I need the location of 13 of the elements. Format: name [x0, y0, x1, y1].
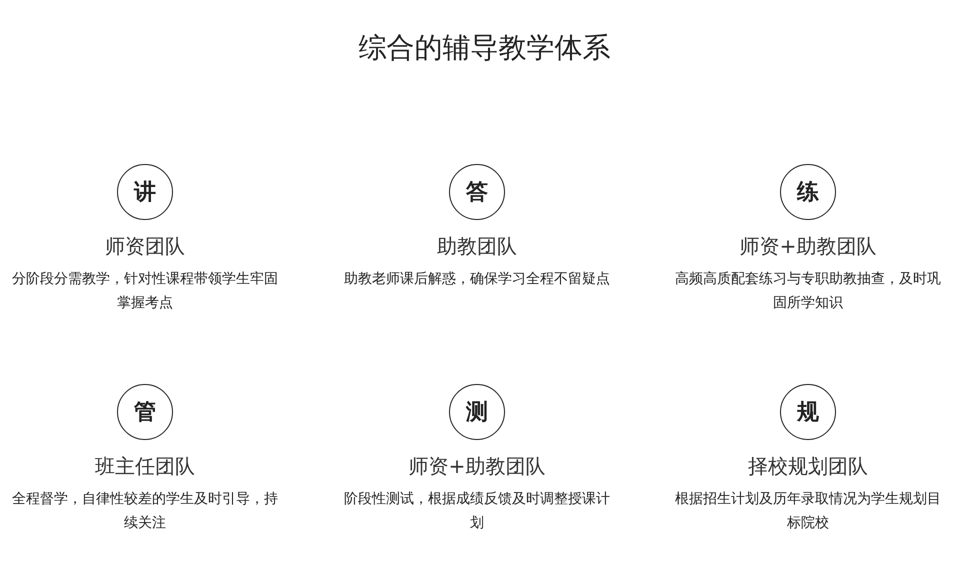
- description-text: 高频高质配套练习与专职助教抽查，及时巩固所学知识: [674, 269, 942, 312]
- description-text: 分阶段分需教学，针对性课程带领学生牢固掌握考点: [11, 269, 279, 312]
- team-heading: 择校规划团队: [748, 453, 868, 480]
- description-text: 助教老师课后解惑，确保学习全程不留疑点: [343, 269, 611, 288]
- team-heading: 师资+助教团队: [740, 233, 876, 260]
- description-text: 根据招生计划及历年录取情况为学生规划目标院校: [674, 489, 942, 532]
- team-heading: 助教团队: [437, 233, 517, 260]
- team-heading: 师资团队: [105, 233, 185, 260]
- diagram-title: 综合的辅导教学体系: [358, 30, 612, 66]
- description-text: 阶段性测试，根据成绩反馈及时调整授课计划: [343, 489, 611, 532]
- description-text: 全程督学，自律性较差的学生及时引导，持续关注: [11, 489, 279, 532]
- team-heading: 师资+助教团队: [408, 453, 546, 480]
- team-heading: 班主任团队: [95, 453, 195, 480]
